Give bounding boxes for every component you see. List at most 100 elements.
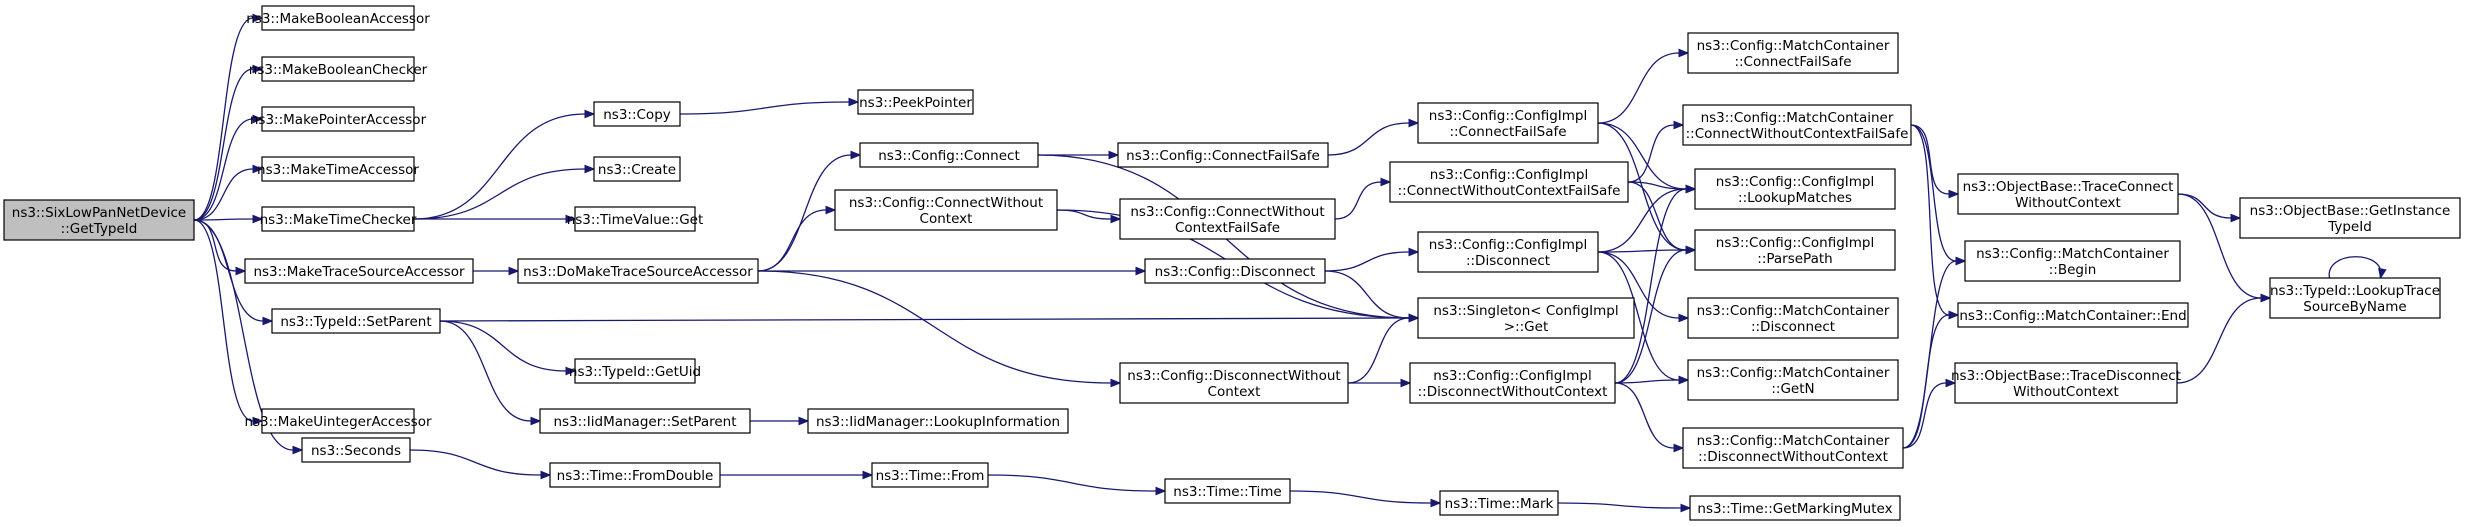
call-edge-n5-to-n11 (413, 164, 596, 220)
function-node-n25[interactable]: ns3::Time::Mark (1439, 490, 1559, 516)
function-node-n10[interactable]: ns3::Copy (593, 101, 681, 127)
function-node-n32[interactable]: ns3::Config::ConfigImpl::Disconnect (1417, 231, 1599, 273)
node-label: ns3::Config::MatchContainer (1976, 246, 2169, 262)
node-box (1119, 362, 1349, 404)
function-node-n6[interactable]: ns3::MakeTraceSourceAccessor (244, 258, 474, 284)
function-node-n30[interactable]: ns3::Config::ConfigImpl::ConnectFailSafe (1417, 102, 1599, 144)
function-node-n18[interactable]: ns3::Config::DisconnectWithoutContext (1119, 362, 1349, 404)
call-edge-n14-to-n16 (757, 205, 837, 272)
call-edge-n7-to-n20 (439, 320, 542, 426)
node-label: ns3::Config::ConnectWithout (849, 195, 1043, 211)
node-box (1144, 258, 1326, 284)
function-node-n39[interactable]: ns3::Config::MatchContainer::GetN (1687, 359, 1899, 401)
node-label: ns3::Singleton< ConfigImpl (1433, 303, 1618, 319)
function-node-n37[interactable]: ns3::Config::ConfigImpl::ParsePath (1694, 229, 1896, 271)
node-box (1682, 104, 1912, 146)
call-edge-n23-to-n24 (987, 474, 1167, 496)
call-edge-n24-to-n25 (1289, 490, 1442, 508)
function-node-n7[interactable]: ns3::TypeId::SetParent (271, 308, 441, 334)
call-edge-n33-to-n39 (1614, 375, 1690, 385)
function-node-n26[interactable]: ns3::Time::GetMarkingMutex (1689, 495, 1901, 521)
function-node-n12[interactable]: ns3::TimeValue::Get (567, 206, 704, 232)
call-edge-n40-to-n44 (1902, 378, 1957, 449)
function-node-n17[interactable]: ns3::Config::Disconnect (1144, 258, 1326, 284)
node-box (1957, 302, 2189, 328)
function-node-n29[interactable]: ns3::Singleton< ConfigImpl >::Get (1417, 297, 1635, 339)
function-node-n43[interactable]: ns3::Config::MatchContainer::End (1957, 302, 2189, 328)
function-node-n42[interactable]: ns3::Config::MatchContainer::Begin (1964, 240, 2181, 282)
node-box (1417, 231, 1599, 273)
function-node-n19[interactable]: ns3::TypeId::GetUid (569, 358, 701, 384)
function-node-n1[interactable]: ns3::MakeBooleanAccessor (246, 5, 430, 31)
function-node-n36[interactable]: ns3::Config::ConfigImpl::LookupMatches (1694, 168, 1896, 210)
function-node-n5[interactable]: ns3::MakeTimeChecker (260, 206, 417, 232)
node-label: ::ParsePath (1757, 251, 1832, 267)
function-node-n28[interactable]: ns3::Config::ConnectWithoutContextFailSa… (1119, 198, 1336, 240)
node-box (1417, 102, 1599, 144)
node-box (1687, 359, 1899, 401)
function-node-n44[interactable]: ns3::ObjectBase::TraceDisconnectWithoutC… (1951, 362, 2181, 404)
call-edge-n30-to-n34 (1597, 48, 1690, 124)
node-label: ns3::Config::ConnectFailSafe (1126, 148, 1320, 164)
node-label: ns3::MakeTimeAccessor (257, 162, 419, 178)
function-node-n9[interactable]: ns3::Seconds (301, 437, 411, 463)
node-label: ns3::Time::GetMarkingMutex (1697, 501, 1892, 517)
call-edge-n46-to-n46 (2328, 256, 2387, 280)
call-edge-n0-to-n4 (193, 164, 264, 221)
node-box (2239, 197, 2461, 239)
function-node-n15[interactable]: ns3::Config::Connect (859, 142, 1039, 168)
function-node-n31[interactable]: ns3::Config::ConfigImpl::ConnectWithoutC… (1389, 161, 1629, 203)
function-node-n40[interactable]: ns3::Config::MatchContainer::DisconnectW… (1682, 427, 1904, 469)
node-box (1389, 161, 1629, 203)
function-node-n0[interactable]: ns3::SixLowPanNetDevice::GetTypeId (3, 199, 195, 241)
node-box (834, 189, 1058, 231)
call-edge-n17-to-n32 (1324, 247, 1420, 272)
node-label: >::Get (1504, 319, 1548, 335)
function-node-n4[interactable]: ns3::MakeTimeAccessor (257, 156, 419, 182)
function-node-n35[interactable]: ns3::Config::MatchContainer::ConnectWith… (1682, 104, 1912, 146)
node-label: ns3::MakeTraceSourceAccessor (253, 264, 464, 280)
node-label: ns3::Time::From (876, 468, 985, 484)
function-node-n21[interactable]: ns3::IidManager::LookupInformation (807, 408, 1069, 434)
function-node-n13[interactable]: ns3::PeekPointer (857, 89, 974, 115)
node-box (1689, 495, 1901, 521)
function-node-n14[interactable]: ns3::DoMakeTraceSourceAccessor (517, 258, 759, 284)
node-label: ns3::TimeValue::Get (567, 212, 704, 228)
function-node-n16[interactable]: ns3::Config::ConnectWithoutContext (834, 189, 1058, 231)
node-label: ::Begin (2049, 262, 2097, 278)
call-edge-n31-to-n36 (1627, 181, 1697, 194)
node-box (1687, 32, 1899, 74)
node-box (574, 358, 696, 384)
function-node-n22[interactable]: ns3::Time::FromDouble (549, 462, 721, 488)
node-box (593, 101, 681, 127)
node-label: Context (920, 211, 973, 227)
function-node-n3[interactable]: ns3::MakePointerAccessor (250, 106, 427, 132)
call-edge-n25-to-n26 (1557, 502, 1692, 513)
function-node-n8[interactable]: ns3::MakeUintegerAccessor (244, 408, 432, 434)
node-label: WithoutContext (2013, 384, 2119, 400)
node-box (1954, 362, 2178, 404)
node-label: ns3::Config::MatchContainer (1697, 303, 1890, 319)
function-node-n23[interactable]: ns3::Time::From (871, 462, 989, 488)
call-edge-n9-to-n22 (409, 449, 552, 480)
function-node-n27[interactable]: ns3::Config::ConnectFailSafe (1117, 142, 1329, 168)
node-box (1409, 362, 1616, 404)
function-node-n41[interactable]: ns3::ObjectBase::TraceConnectWithoutCont… (1957, 173, 2179, 215)
node-label: ns3::TypeId::SetParent (280, 314, 431, 330)
call-edge-n32-to-n38 (1597, 251, 1690, 323)
call-edge-n41-to-n45 (2177, 193, 2242, 223)
function-node-n38[interactable]: ns3::Config::MatchContainer::Disconnect (1687, 297, 1899, 339)
node-box (1417, 297, 1635, 339)
function-node-n2[interactable]: ns3::MakeBooleanChecker (249, 56, 428, 82)
function-node-n33[interactable]: ns3::Config::ConfigImpl::DisconnectWitho… (1409, 362, 1616, 404)
function-node-n11[interactable]: ns3::Create (593, 156, 681, 182)
node-label: ns3::IidManager::SetParent (554, 414, 737, 430)
function-node-n20[interactable]: ns3::IidManager::SetParent (539, 408, 751, 434)
node-label: ::Disconnect (1751, 319, 1835, 335)
node-label: ::GetTypeId (61, 221, 138, 237)
function-node-n24[interactable]: ns3::Time::Time (1164, 478, 1291, 504)
function-node-n34[interactable]: ns3::Config::MatchContainer::ConnectFail… (1687, 32, 1899, 74)
node-label: ns3::Config::ConfigImpl (1429, 108, 1587, 124)
